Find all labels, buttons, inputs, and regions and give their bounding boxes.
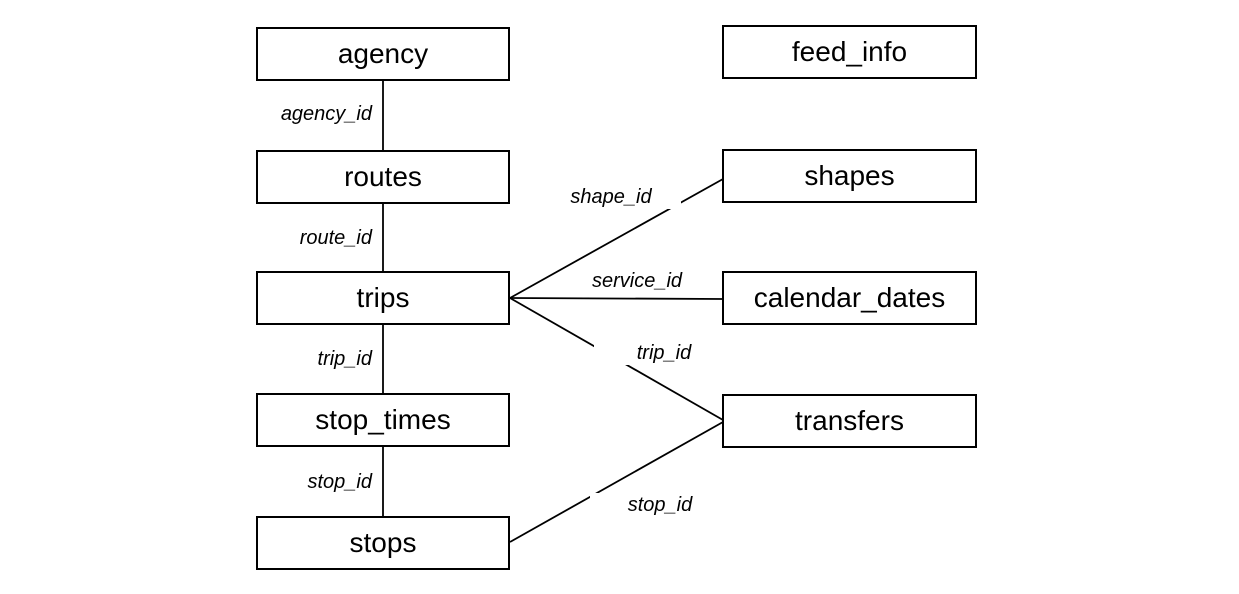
- node-trips: trips: [256, 271, 510, 325]
- edge-label-service-id: service_id: [567, 269, 707, 293]
- node-stop-times: stop_times: [256, 393, 510, 447]
- edge-label-shape-id: shape_id: [541, 185, 681, 209]
- node-transfers-label: transfers: [795, 405, 904, 436]
- node-agency-label: agency: [337, 38, 429, 69]
- node-calendar-dates: calendar_dates: [722, 271, 977, 325]
- edge-label-stop-id: stop_id: [246, 470, 372, 494]
- node-routes-label: routes: [344, 161, 422, 192]
- node-transfers: transfers: [722, 394, 977, 448]
- edge-label-trip-id-2: trip_id: [594, 341, 734, 365]
- edge-label-stop-id-2: stop_id: [590, 493, 730, 517]
- node-shapes-label: shapes: [804, 160, 895, 191]
- node-shapes: shapes: [722, 149, 977, 203]
- node-routes: routes: [256, 150, 510, 204]
- edge-stops-transfers-line: [509, 421, 724, 543]
- node-stops: stops: [256, 516, 510, 570]
- edge-label-agency-id: agency_id: [246, 102, 372, 126]
- node-agency: agency: [256, 27, 510, 81]
- node-stops-label: stops: [349, 527, 417, 558]
- edge-trips-calendar_dates-line: [509, 297, 724, 300]
- edge-label-route-id: route_id: [246, 226, 372, 250]
- node-calendar-dates-label: calendar_dates: [753, 282, 946, 313]
- node-stop-times-label: stop_times: [315, 404, 451, 435]
- edge-trips-shapes-line: [509, 178, 724, 299]
- node-trips-label: trips: [356, 282, 410, 313]
- node-feed-info: feed_info: [722, 25, 977, 79]
- edge-label-trip-id: trip_id: [246, 347, 372, 371]
- node-feed-info-label: feed_info: [791, 36, 908, 67]
